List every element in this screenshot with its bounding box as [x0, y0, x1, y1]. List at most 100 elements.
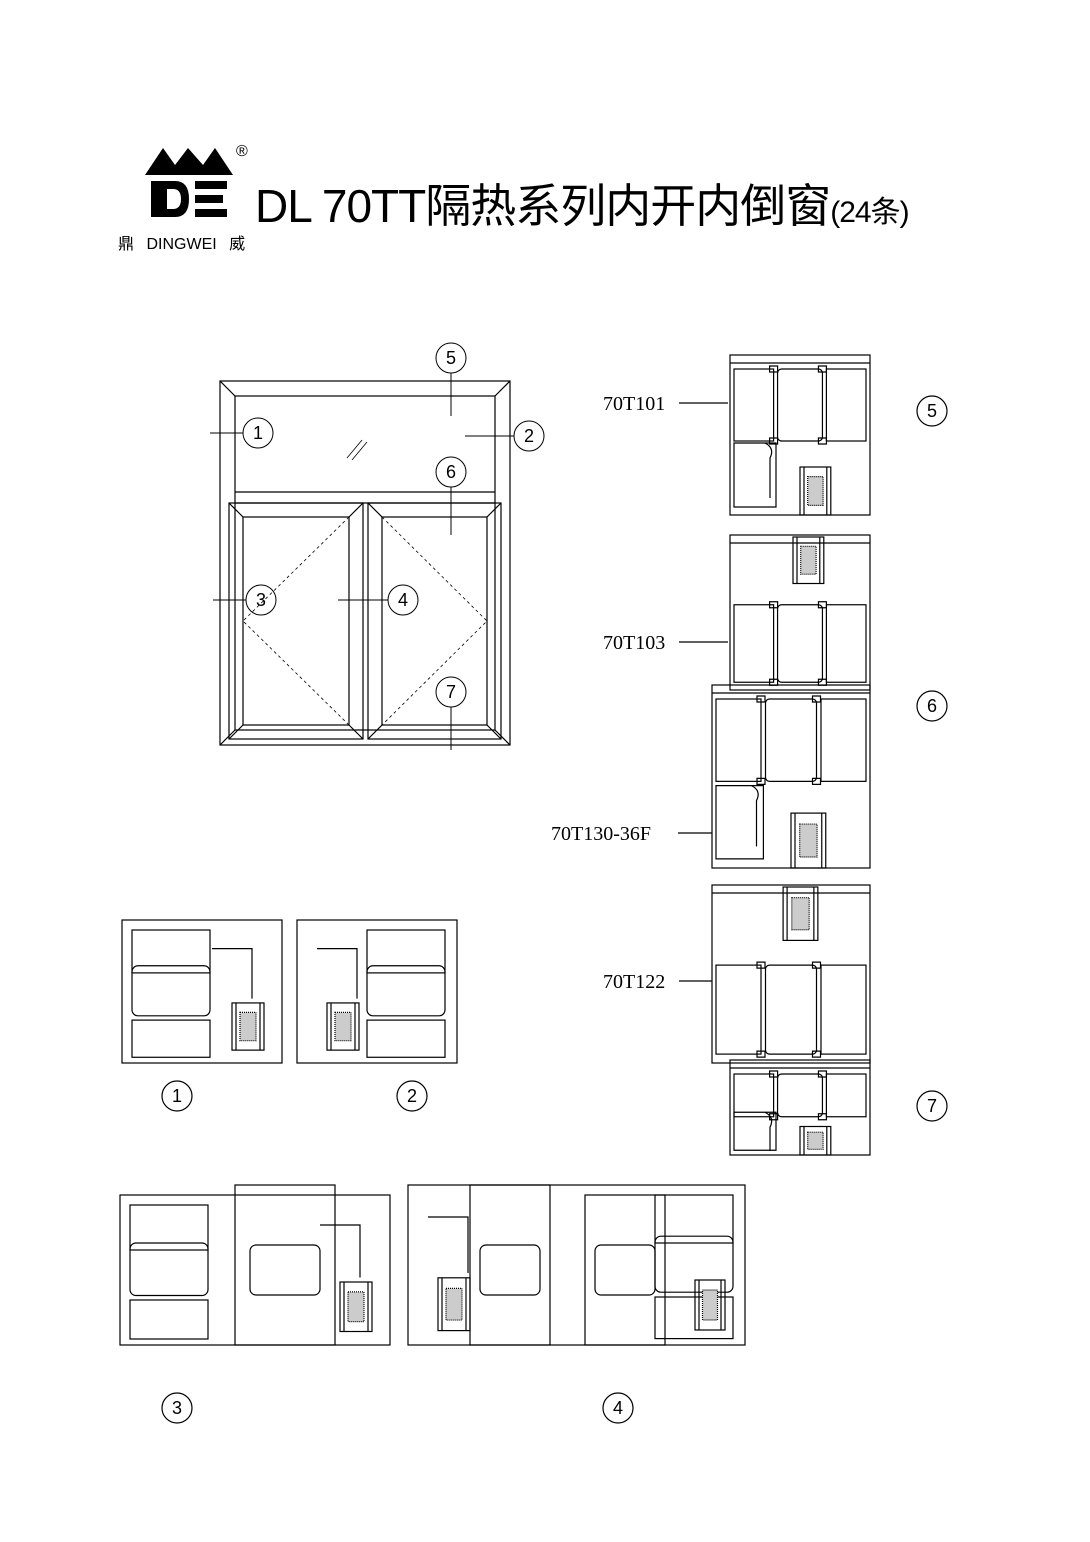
brand-right-char: 威	[229, 236, 246, 253]
chamber-inner	[654, 1296, 734, 1340]
profile-outline	[729, 534, 871, 691]
callout-number: 6	[446, 462, 456, 482]
opening-direction-lines	[242, 516, 488, 726]
chamber-inner	[131, 1019, 211, 1058]
callout-number: 5	[446, 348, 456, 368]
chamber-outer	[715, 964, 762, 1055]
glazing-bead	[782, 886, 819, 942]
section-1	[121, 919, 283, 1064]
callout-circle	[435, 676, 467, 708]
callout-number: 7	[446, 682, 456, 702]
callout-circle	[916, 1090, 948, 1122]
section-callout-3: 3	[161, 1392, 193, 1424]
insulating-strip	[756, 1050, 766, 1058]
callout-number: 2	[407, 1086, 417, 1106]
insulating-strip	[817, 1070, 828, 1078]
callout-number: 6	[927, 696, 937, 716]
sash-thermal-chamber	[594, 1244, 656, 1296]
section-callout-1: 1	[161, 1080, 193, 1112]
callout-circle	[435, 456, 467, 488]
hook-profile	[764, 442, 773, 498]
brand-name: DINGWEI	[146, 236, 217, 253]
glazing-bead	[326, 1002, 360, 1051]
section-3	[119, 1184, 391, 1346]
section-70T103	[729, 534, 871, 691]
insulating-strip	[811, 777, 822, 785]
callout-6: 6	[435, 456, 467, 488]
callout-3: 3	[245, 584, 277, 616]
callout-circle	[602, 1392, 634, 1424]
section-callout-6: 6	[916, 690, 948, 722]
sash-thermal-chamber	[249, 1244, 321, 1296]
sash-chamber	[715, 785, 764, 860]
section-callout-5: 5	[916, 395, 948, 427]
mullion-thermal-chamber	[479, 1244, 541, 1296]
callout-circle	[396, 1080, 428, 1112]
callout-circle	[245, 584, 277, 616]
chamber-inner	[129, 1299, 209, 1340]
part-code-label: 70T101	[603, 393, 665, 415]
window-elevation	[219, 380, 511, 746]
chamber-inner	[820, 964, 867, 1055]
part-code-label: 70T130-36F	[551, 823, 651, 845]
insulating-strip	[817, 437, 828, 445]
callout-circle	[916, 395, 948, 427]
glass-gasket	[799, 823, 818, 858]
brand-left-char: 鼎	[118, 236, 135, 253]
glazing-bead	[231, 1002, 265, 1051]
callout-circle	[513, 420, 545, 452]
chamber-outer	[715, 698, 762, 782]
chamber-outer	[131, 929, 211, 974]
thermal-chamber	[131, 965, 211, 1017]
profile-outline	[296, 919, 458, 1064]
section-70T101	[729, 354, 871, 516]
mullion-profile	[469, 1184, 551, 1346]
callout-number: 4	[398, 590, 408, 610]
right-sash	[367, 502, 502, 740]
callout-number: 7	[927, 1096, 937, 1116]
section-callout-4: 4	[602, 1392, 634, 1424]
callout-1: 1	[242, 417, 274, 449]
thermal-chamber	[366, 965, 446, 1017]
insulating-strip	[756, 961, 766, 969]
dingwei-logo	[145, 145, 235, 225]
sash-hook	[428, 1216, 469, 1273]
section-callout-2: 2	[396, 1080, 428, 1112]
glass-gasket	[807, 476, 824, 507]
glass-gasket	[800, 545, 817, 575]
callout-number: 1	[172, 1086, 182, 1106]
sash-profile	[234, 1184, 336, 1346]
thermal-chamber	[776, 604, 824, 683]
thermal-chamber	[129, 1242, 209, 1297]
profile-outline	[711, 884, 871, 1064]
glass-gasket	[807, 1131, 824, 1150]
thermal-chamber	[764, 698, 818, 782]
thermal-chamber	[776, 368, 824, 442]
thermal-chamber	[764, 964, 818, 1055]
callout-circle	[435, 342, 467, 374]
glass-gasket	[239, 1011, 257, 1042]
insulating-strip	[817, 601, 828, 609]
registered-mark: ®	[236, 143, 248, 160]
insulating-strip	[769, 1070, 779, 1078]
sash-hook	[320, 1224, 361, 1278]
chamber-outer	[733, 604, 775, 683]
chamber-inner	[366, 1019, 446, 1058]
page-title: DL 70TT隔热系列内开内倒窗(24条)	[255, 170, 910, 236]
insulating-strip	[811, 961, 822, 969]
glass-gasket	[334, 1011, 352, 1042]
profile-outline	[119, 1194, 391, 1346]
callout-5: 5	[435, 342, 467, 374]
section-70T130-36F	[711, 684, 871, 869]
part-code-label: 70T122	[603, 971, 665, 993]
left-sash	[228, 502, 364, 740]
callout-number: 3	[256, 590, 266, 610]
callout-circle	[242, 417, 274, 449]
chamber-inner	[825, 368, 867, 442]
callout-circle	[161, 1392, 193, 1424]
glass-gasket	[791, 897, 810, 931]
chamber-outer	[733, 1073, 775, 1118]
title-main: DL 70TT隔热系列内开内倒窗	[255, 180, 831, 232]
thermal-chamber	[776, 1073, 824, 1118]
